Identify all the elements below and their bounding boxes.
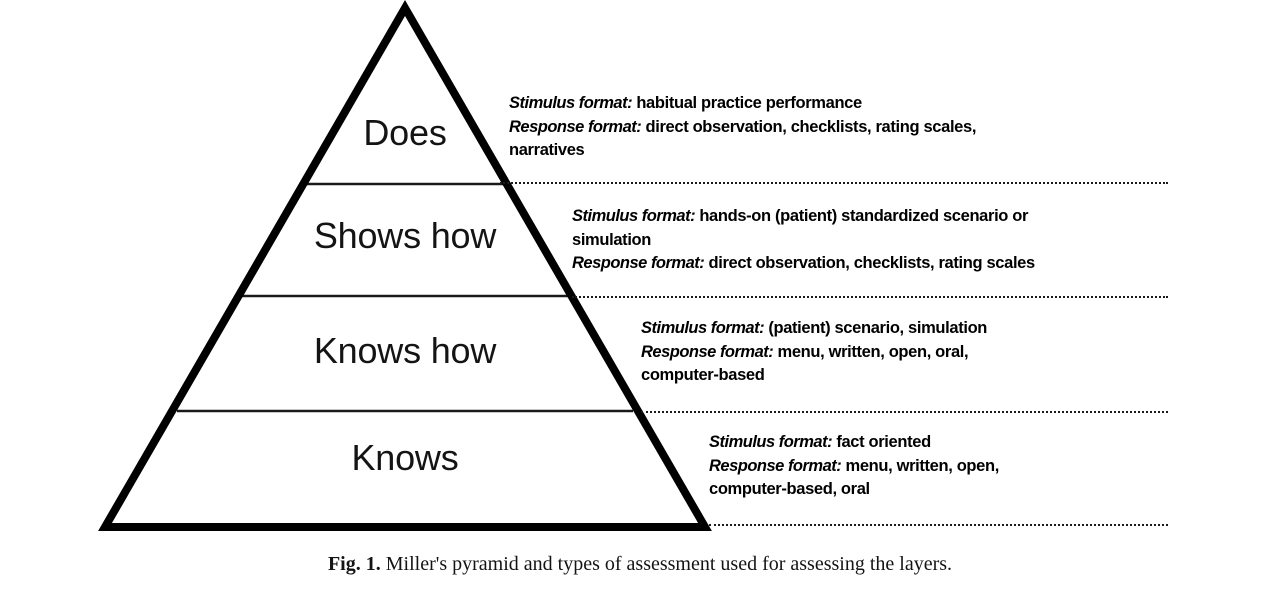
assessment-response-line-knows-how-cont: computer-based: [641, 366, 765, 384]
leader-line-shows-how: [572, 296, 1168, 298]
assessment-block-does: Stimulus format: habitual practice perfo…: [509, 92, 1209, 163]
stimulus-format-label: Stimulus format:: [572, 207, 696, 225]
assessment-stimulus-line-knows: Stimulus format: fact oriented: [709, 431, 1209, 455]
assessment-stimulus-line-does: Stimulus format: habitual practice perfo…: [509, 92, 1209, 116]
pyramid-tier-label-shows-how: Shows how: [313, 215, 497, 256]
stimulus-format-label: Stimulus format:: [509, 94, 633, 112]
response-format-value: direct observation, checklists, rating s…: [704, 254, 1036, 272]
response-format-label: Response format:: [641, 342, 774, 361]
leader-line-does: [500, 182, 1168, 184]
pyramid-tier-label-knows-how: Knows how: [313, 330, 497, 371]
leader-line-knows: [709, 524, 1168, 526]
pyramid-tier-label-does: Does: [363, 112, 447, 153]
stimulus-format-value: habitual practice performance: [632, 94, 862, 112]
response-format-label: Response format:: [572, 254, 705, 272]
response-format-value: menu, written, open, oral,: [773, 342, 969, 361]
assessment-response-line-knows: Response format: menu, written, open,: [709, 455, 1209, 479]
assessment-response-line-knows-cont: computer-based, oral: [709, 480, 870, 498]
assessment-response-line-does-cont: narratives: [509, 141, 585, 159]
figure-caption-number: Fig. 1.: [327, 553, 381, 575]
assessment-response-line-knows-how: Response format: menu, written, open, or…: [641, 341, 1211, 365]
response-format-value: direct observation, checklists, rating s…: [641, 117, 977, 136]
assessment-block-knows-how: Stimulus format: (patient) scenario, sim…: [641, 317, 1211, 388]
response-format-label: Response format:: [709, 456, 842, 475]
stimulus-format-value: fact oriented: [832, 433, 931, 451]
pyramid-tier-label-knows: Knows: [351, 437, 459, 478]
figure-caption-text: Miller's pyramid and types of assessment…: [385, 553, 953, 575]
figure-caption: Fig. 1. Miller's pyramid and types of as…: [0, 553, 1280, 576]
assessment-stimulus-line-shows-how: Stimulus format: hands-on (patient) stan…: [572, 205, 1212, 229]
assessment-response-line-shows-how: Response format: direct observation, che…: [572, 252, 1212, 276]
pyramid-diagram: [98, 0, 712, 531]
stimulus-format-label: Stimulus format:: [709, 433, 833, 451]
response-format-value: menu, written, open,: [841, 456, 1000, 475]
response-format-label: Response format:: [509, 117, 642, 136]
assessment-block-knows: Stimulus format: fact oriented Response …: [709, 431, 1209, 502]
pyramid-outline: [98, 0, 712, 531]
assessment-block-shows-how: Stimulus format: hands-on (patient) stan…: [572, 205, 1212, 276]
stimulus-format-label: Stimulus format:: [641, 319, 765, 337]
leader-line-knows-how: [641, 411, 1168, 413]
assessment-response-line-does: Response format: direct observation, che…: [509, 116, 1209, 140]
stimulus-format-value: (patient) scenario, simulation: [764, 319, 988, 337]
stimulus-format-value: hands-on (patient) standardized scenario…: [695, 207, 1029, 225]
assessment-stimulus-line-shows-how-cont: simulation: [572, 230, 652, 249]
assessment-stimulus-line-knows-how: Stimulus format: (patient) scenario, sim…: [641, 317, 1211, 341]
